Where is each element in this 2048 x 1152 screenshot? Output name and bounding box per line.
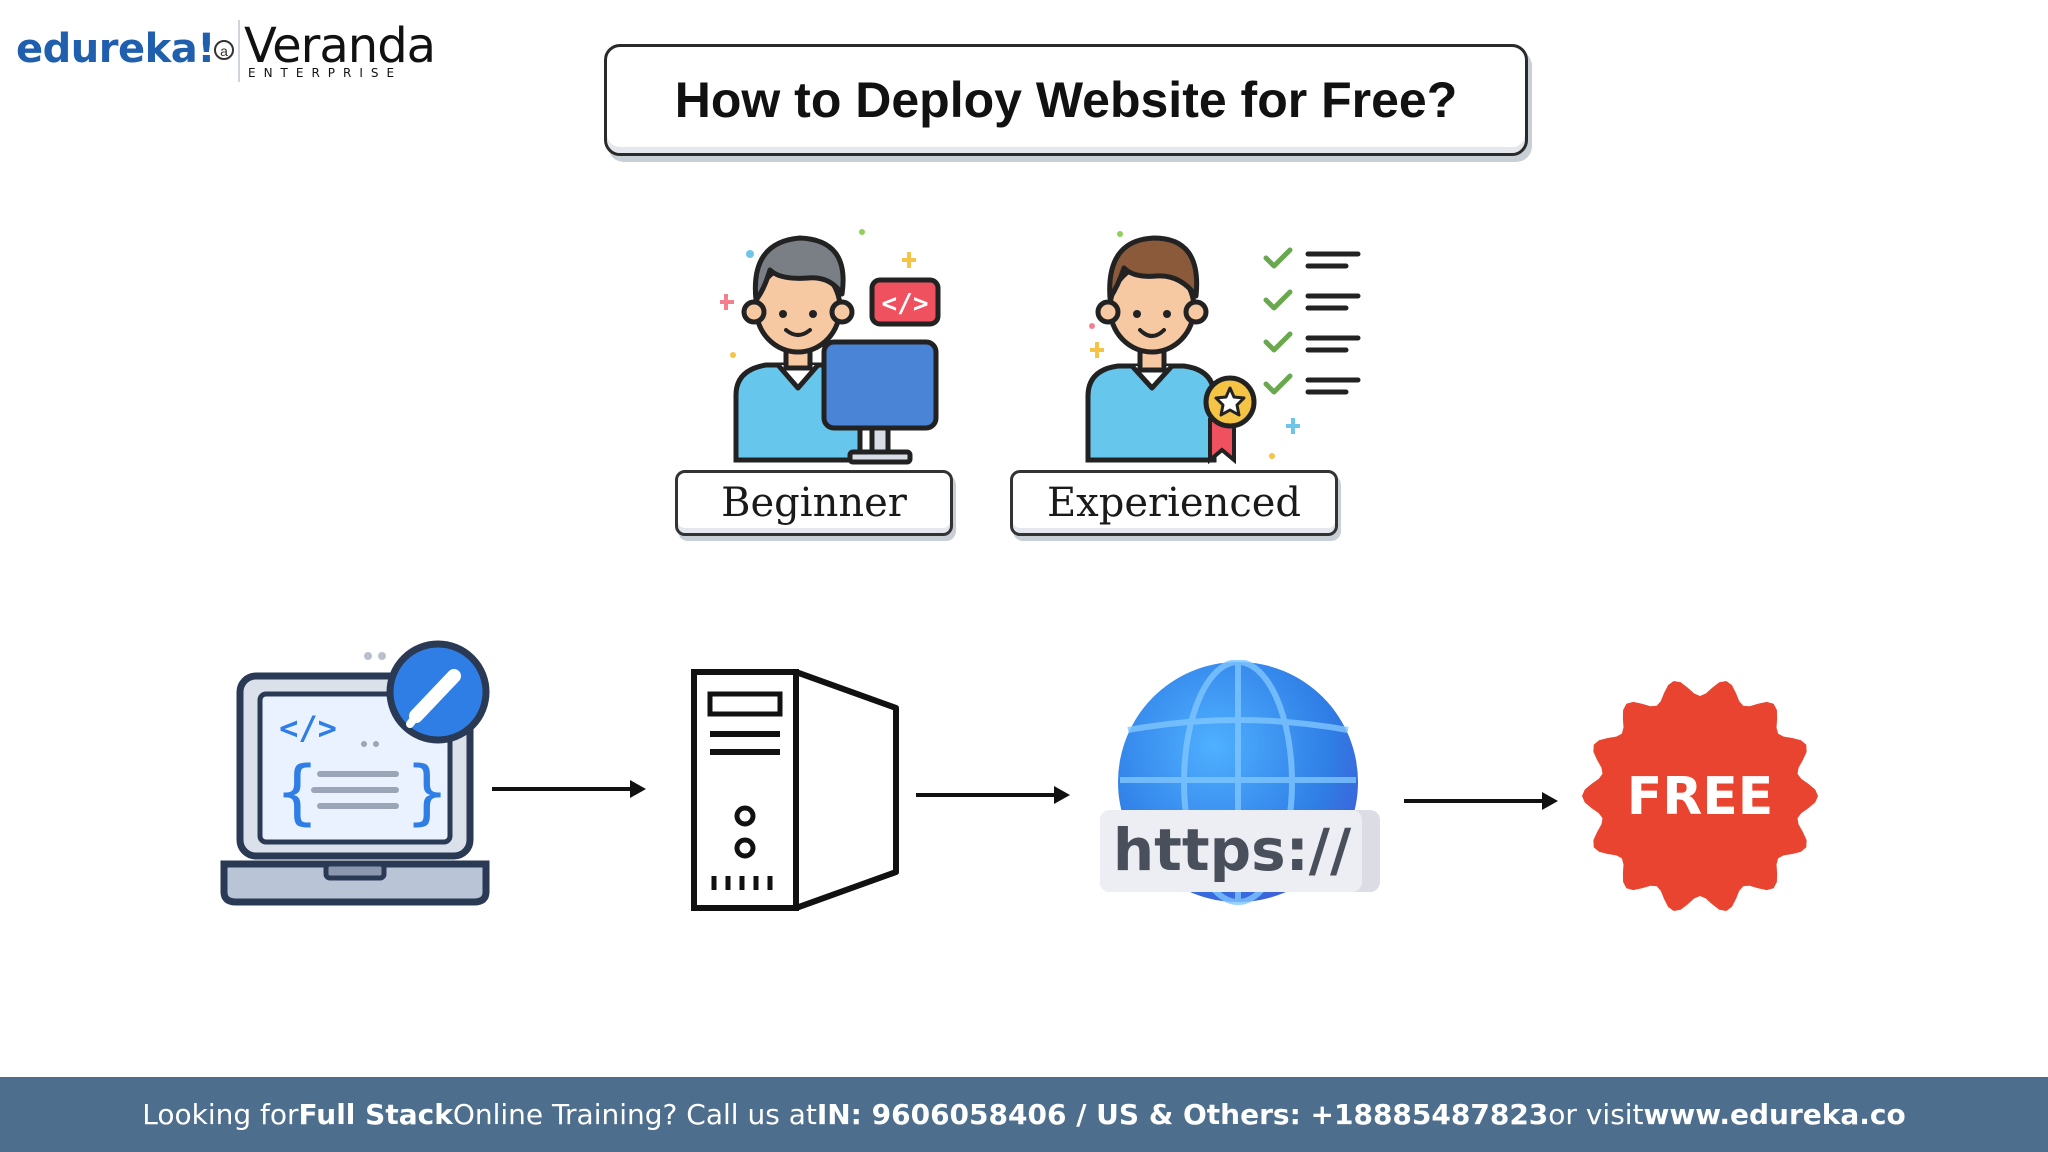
footer-course: Full Stack xyxy=(298,1098,453,1131)
beginner-developer-icon: </> xyxy=(720,229,941,465)
https-text: https:// xyxy=(1113,816,1352,884)
free-badge-text: FREE xyxy=(1627,767,1774,827)
laptop-code-icon: </> { } xyxy=(220,640,490,906)
footer-website-link[interactable]: www.edureka.co xyxy=(1643,1098,1906,1131)
veranda-wordmark: Veranda xyxy=(244,18,436,74)
server-tower-icon xyxy=(691,669,899,911)
title-box: How to Deploy Website for Free? xyxy=(604,44,1528,156)
code-tag-text: </> xyxy=(279,709,337,747)
page-title: How to Deploy Website for Free? xyxy=(674,72,1458,128)
footer-banner: Looking for Full Stack Online Training? … xyxy=(0,1077,2048,1152)
footer-text-1: Looking for xyxy=(142,1098,299,1131)
brand-logo: edureka! a Veranda ENTERPRISE xyxy=(16,18,436,88)
arrow-right-icon xyxy=(492,780,646,798)
footer-text-2: Online Training? Call us at xyxy=(452,1098,817,1131)
svg-text:{: { xyxy=(276,751,318,833)
free-badge-icon: FREE xyxy=(1582,681,1818,911)
veranda-subtitle: ENTERPRISE xyxy=(248,66,403,80)
svg-text:</>: </> xyxy=(882,289,929,319)
beginner-label: Beginner xyxy=(675,470,953,536)
experienced-label: Experienced xyxy=(1010,470,1338,536)
experienced-developer-icon xyxy=(1085,231,1361,465)
logo-connector: a xyxy=(214,40,234,60)
globe-https-icon: https:// xyxy=(1100,660,1380,905)
edureka-wordmark: edureka! xyxy=(16,26,215,72)
arrow-right-icon xyxy=(916,786,1070,804)
footer-text-3: or visit xyxy=(1548,1098,1644,1131)
logo-divider xyxy=(238,20,240,82)
footer-phones: IN: 9606058406 / US & Others: +188854878… xyxy=(816,1098,1549,1131)
svg-text:}: } xyxy=(406,751,448,833)
arrow-right-icon xyxy=(1404,792,1558,810)
